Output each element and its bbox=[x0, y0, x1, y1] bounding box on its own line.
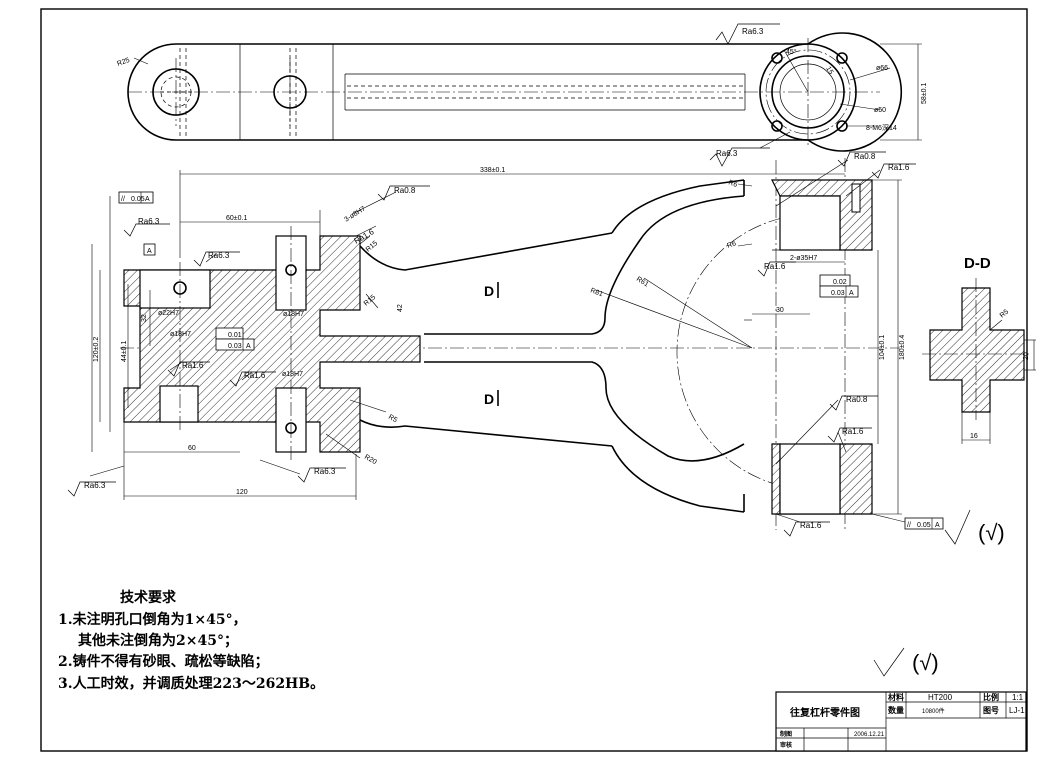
section-mark-lower: D bbox=[484, 391, 494, 407]
roughness-hub-bottom: Ra6.3 bbox=[314, 467, 336, 476]
tech-req-item-3: 3.人工时效，并调质处理223～262HB。 bbox=[58, 676, 325, 692]
roughness-top-2: Ra6.3 bbox=[716, 149, 738, 158]
title-drafter-label: 制图 bbox=[780, 730, 792, 738]
dim-r5: R5 bbox=[387, 414, 398, 425]
title-part-name: 往复杠杆零件图 bbox=[790, 706, 860, 719]
roughness-yoke-top: Ra0.8 bbox=[854, 152, 876, 161]
dim-phi18b: ø18H7 bbox=[170, 331, 191, 338]
roughness-yoke-top-2: Ra1.6 bbox=[888, 163, 910, 172]
title-date: 2006.12.21 bbox=[854, 732, 885, 738]
roughness-top-1: Ra6.3 bbox=[742, 27, 764, 36]
dim-20: 20 bbox=[1023, 352, 1030, 360]
roughness-bore: Ra6.3 bbox=[208, 251, 230, 260]
roughness-yoke-base: Ra1.6 bbox=[800, 521, 822, 530]
tol-circ-2: 0.01 bbox=[228, 332, 242, 339]
tol-perp-2: 0.03 bbox=[228, 343, 242, 350]
dim-120: 120 bbox=[236, 489, 248, 496]
general-roughness-2: (√) bbox=[912, 650, 939, 675]
tech-req-item-1b: 其他未注倒角为2×45°； bbox=[78, 633, 238, 649]
dim-60: 60 bbox=[188, 445, 196, 452]
roughness-yoke-bottom-2: Ra1.6 bbox=[842, 427, 864, 436]
dim-l60top: 60±0.1 bbox=[226, 215, 247, 222]
dim-r5b: R5 bbox=[999, 308, 1010, 319]
dim-15: 15 bbox=[824, 66, 834, 76]
tol-parallel-1: // bbox=[121, 196, 125, 203]
dim-m6: 8-M6深14 bbox=[866, 123, 897, 132]
dim-180: 180±0.4 bbox=[899, 335, 906, 360]
roughness-bore-bottom: Ra1.6 bbox=[182, 361, 204, 370]
top-view bbox=[127, 32, 922, 152]
dim-phi50: ø50 bbox=[874, 107, 886, 114]
roughness-yoke-bottom-1: Ra0.8 bbox=[846, 395, 868, 404]
title-checker-label: 审核 bbox=[780, 741, 792, 749]
dim-phi35: 2-ø35H7 bbox=[790, 255, 817, 262]
section-d-d bbox=[922, 278, 1036, 444]
dim-104: 104±0.1 bbox=[879, 335, 886, 360]
drawing-frame bbox=[40, 8, 1028, 752]
dim-phi18c: ø18H7 bbox=[282, 371, 303, 378]
section-labels: D D D-D bbox=[484, 255, 991, 407]
dim-r6a: R6 bbox=[727, 179, 738, 189]
tol-perp-1: 0.03 bbox=[831, 290, 845, 297]
dim-r15b: R15 bbox=[363, 294, 377, 308]
title-drawing-no-label: 图号 bbox=[983, 706, 999, 715]
bore-left bbox=[139, 269, 211, 309]
dim-phi18a: ø18H7 bbox=[283, 311, 304, 318]
tol-perp-1-ref: A bbox=[849, 290, 854, 297]
dim-16: 16 bbox=[970, 433, 978, 440]
dim-r61: R61 bbox=[635, 276, 650, 289]
dim-h58: 58±0.1 bbox=[921, 83, 928, 104]
datum-a: A bbox=[147, 248, 152, 255]
tol-parallel-2-ref: A bbox=[935, 522, 940, 529]
roughness-hub: Ra1.6 bbox=[244, 371, 266, 380]
dim-42: 42 bbox=[397, 304, 404, 312]
title-material-value: HT200 bbox=[928, 693, 953, 702]
tol-circ-1: 0.02 bbox=[833, 279, 847, 286]
title-quantity-label: 数量 bbox=[888, 705, 904, 715]
title-scale-label: 比例 bbox=[983, 692, 999, 702]
dim-r15a: R15 bbox=[365, 240, 379, 254]
dim-angle45: 45° bbox=[786, 48, 797, 56]
dim-32: 32 bbox=[141, 314, 148, 322]
dim-r20: R20 bbox=[363, 454, 378, 467]
tech-req-item-2: 2.铸件不得有砂眼、疏松等缺陷； bbox=[58, 654, 269, 670]
title-scale-value: 1:1 bbox=[1012, 693, 1024, 702]
tolerance-labels: // 0.05 A A 0.01 0.03 A 0.02 0.03 A // 0… bbox=[121, 196, 940, 529]
section-mark-upper: D bbox=[484, 283, 494, 299]
general-roughness-1: (√) bbox=[978, 520, 1005, 545]
dim-r6b: R6 bbox=[726, 240, 737, 250]
roughness-left-1: Ra6.3 bbox=[138, 217, 160, 226]
roughness-left-bottom: Ra6.3 bbox=[84, 481, 106, 490]
tol-parallel-1-ref: A bbox=[145, 196, 150, 203]
dim-r81: R81 bbox=[589, 287, 604, 298]
dim-phi22: ø22H7 bbox=[158, 310, 179, 317]
title-material-label: 材料 bbox=[888, 692, 904, 702]
dim-holes8: 3-ø8H7 bbox=[343, 205, 367, 223]
tol-perp-2-ref: A bbox=[246, 343, 251, 350]
dim-120v: 120±0.2 bbox=[93, 337, 100, 362]
section-title: D-D bbox=[964, 255, 991, 272]
dim-phi66: ø66 bbox=[876, 65, 888, 72]
title-quantity-value: 10800件 bbox=[922, 707, 945, 715]
roughness-yoke-inner: Ra1.6 bbox=[764, 262, 786, 271]
dim-l338: 338±0.1 bbox=[480, 167, 505, 174]
tol-parallel-2: // bbox=[907, 522, 911, 529]
title-block: 往复杠杆零件图 材料 HT200 比例 1:1 数量 10800件 图号 LJ-… bbox=[775, 691, 1027, 752]
tech-req-title: 技术要求 bbox=[120, 590, 176, 606]
front-view bbox=[89, 158, 906, 530]
roughness-hole-top: Ra0.8 bbox=[394, 186, 416, 195]
dim-r25: R25 bbox=[116, 57, 131, 68]
tol-parallel-2-val: 0.05 bbox=[917, 522, 931, 529]
tolerance-frames bbox=[118, 191, 944, 530]
dim-30: 30 bbox=[776, 307, 784, 314]
tol-parallel-1-val: 0.05 bbox=[131, 196, 145, 203]
roughness-symbols bbox=[67, 23, 971, 677]
tech-req-item-1: 1.未注明孔口倒角为1×45°， bbox=[58, 612, 247, 628]
title-drawing-no-value: LJ-1 bbox=[1009, 706, 1025, 715]
roughness-labels: Ra6.3 Ra6.3 Ra6.3 Ra0.8 Ra1.6 Ra6.3 Ra1.… bbox=[84, 27, 910, 530]
dim-44: 44±0.1 bbox=[121, 341, 128, 362]
